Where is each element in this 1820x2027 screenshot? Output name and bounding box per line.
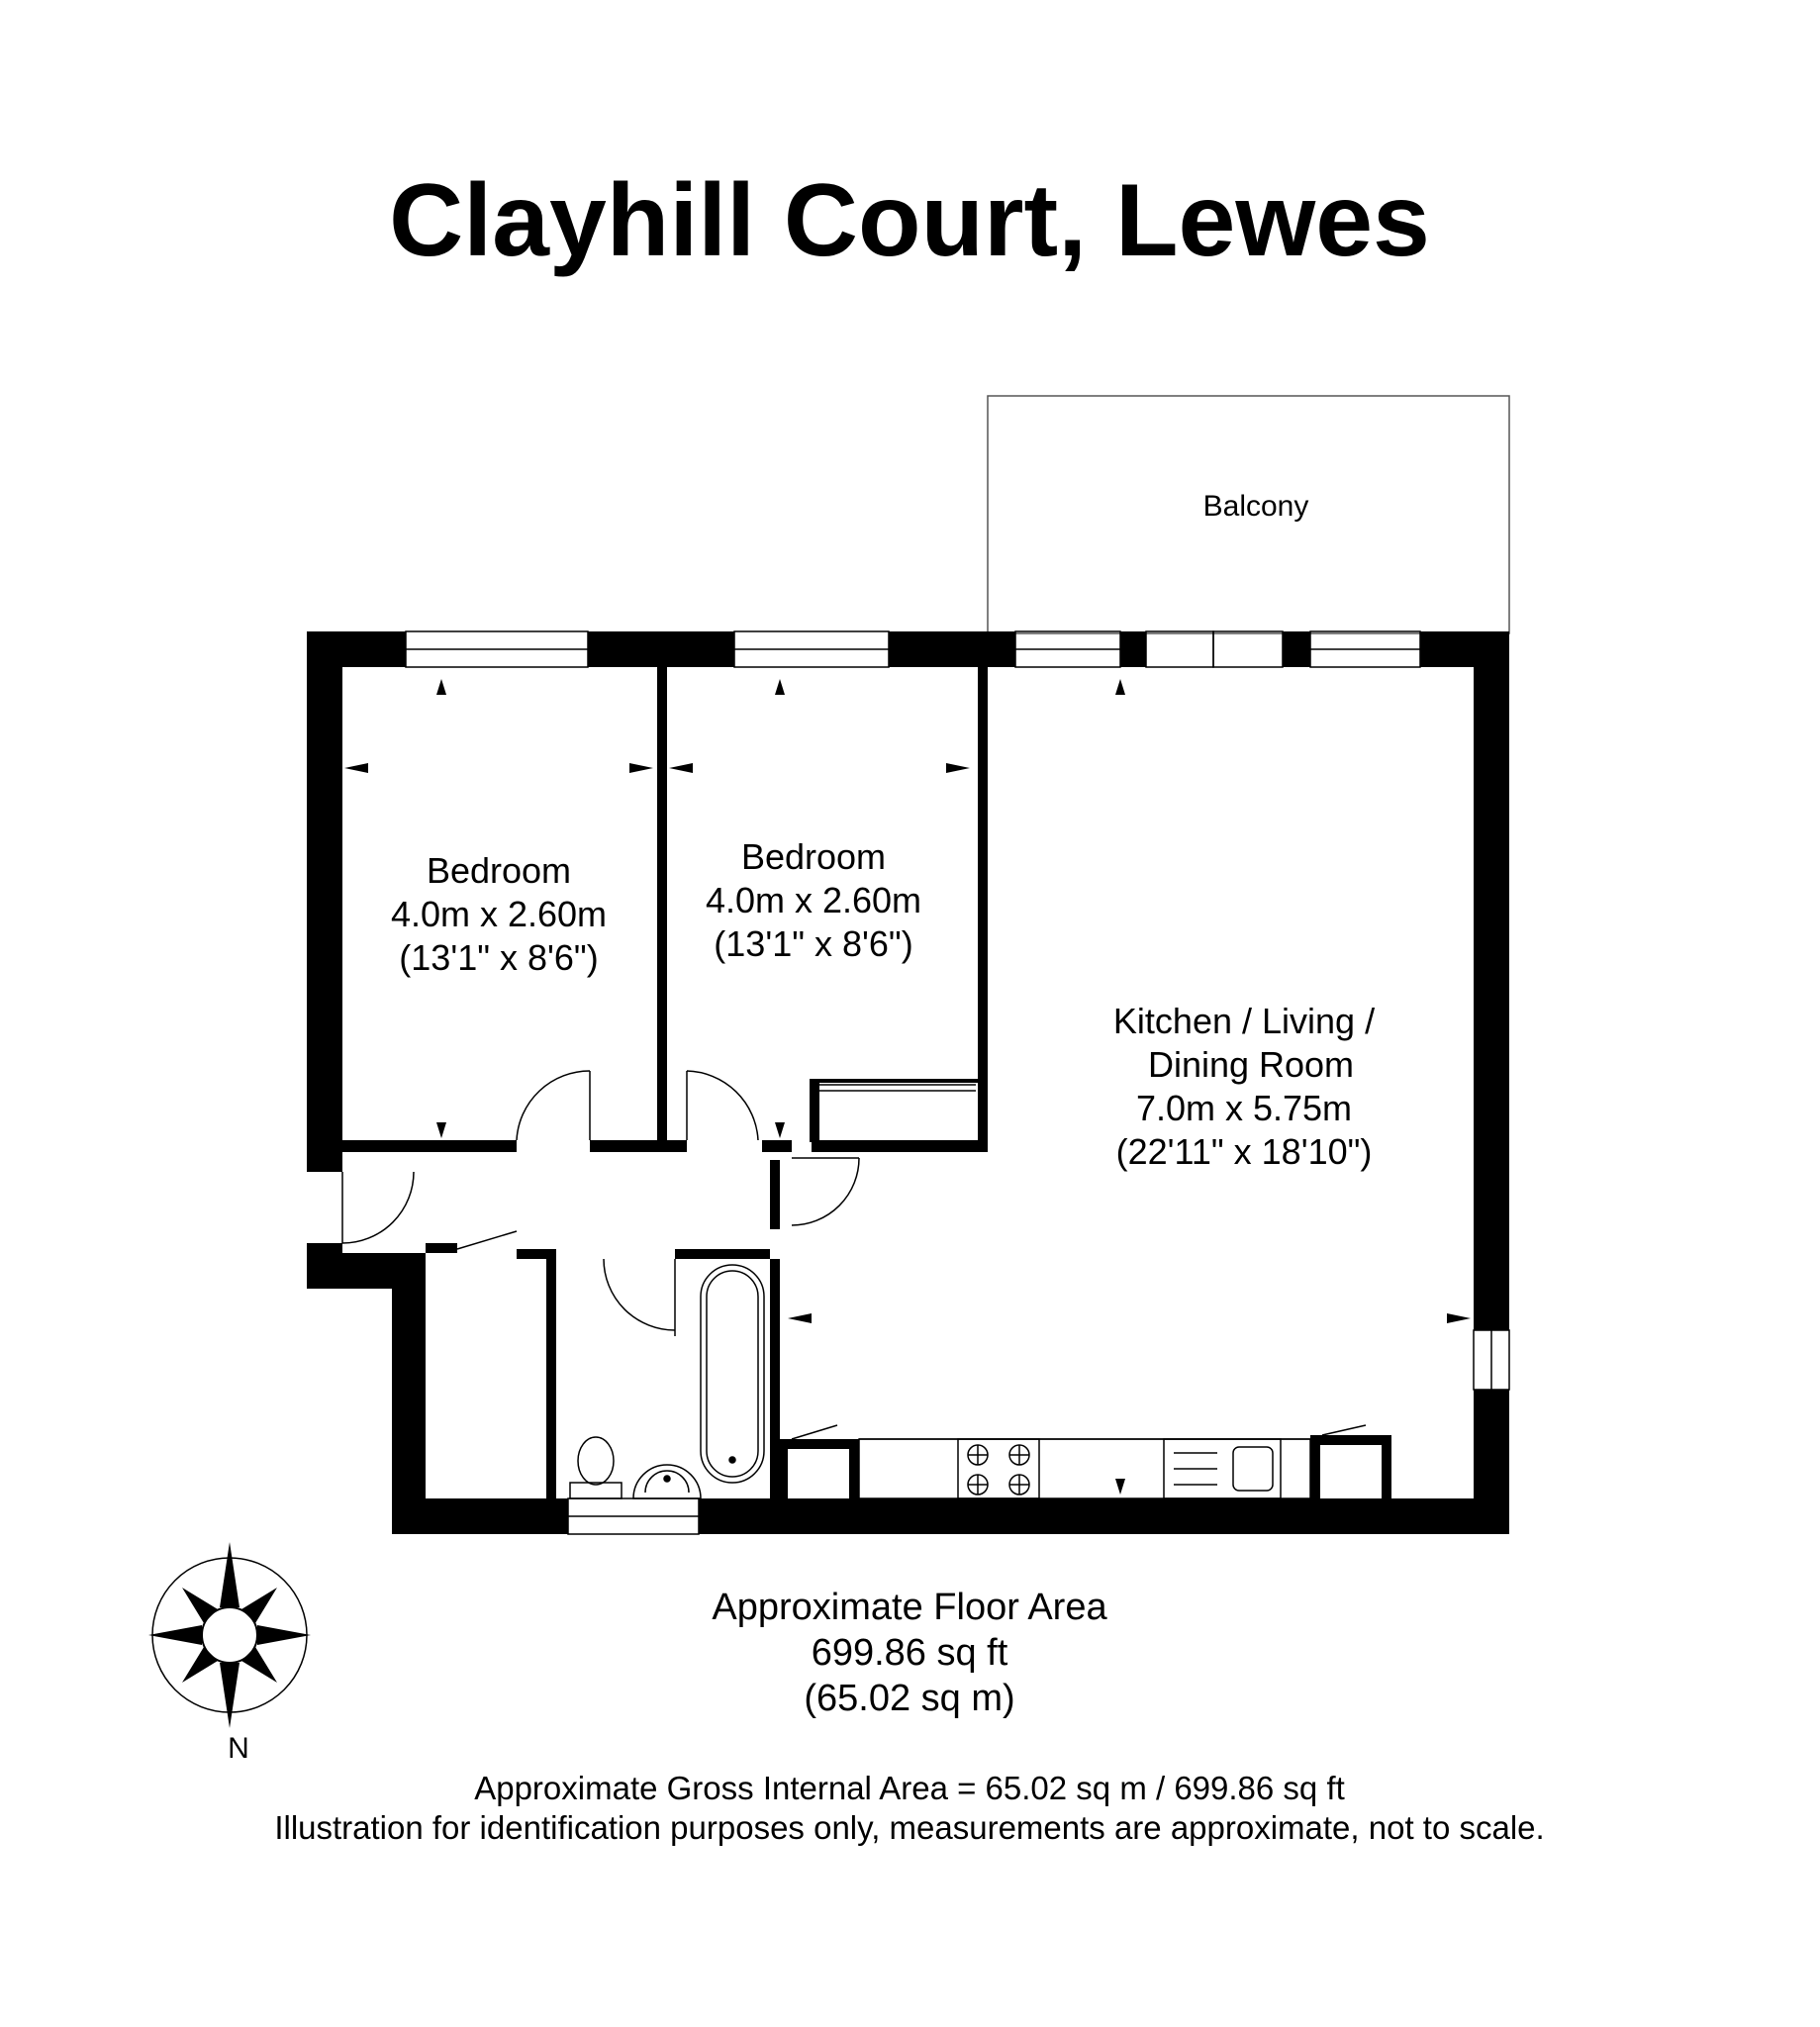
compass-rose-icon [148, 1542, 311, 1728]
bedroom-2-imperial: (13'1" x 8'6") [714, 923, 912, 964]
kitchen-name-line1: Kitchen / Living / [1113, 1001, 1375, 1041]
kitchen-metric: 7.0m x 5.75m [1136, 1088, 1352, 1128]
room-bedroom-2: Bedroom 4.0m x 2.60m (13'1" x 8'6") [706, 836, 921, 964]
basin-icon [632, 1464, 702, 1499]
kitchen-name-line2: Dining Room [1148, 1044, 1354, 1085]
floor-area-sqm: (65.02 sq m) [804, 1678, 1014, 1719]
kitchen-imperial: (22'11" x 18'10") [1116, 1131, 1373, 1172]
balcony: Balcony [987, 395, 1510, 634]
windows [405, 630, 1510, 1535]
room-kitchen-living: Kitchen / Living / Dining Room 7.0m x 5.… [1113, 1001, 1375, 1172]
hob-icon [957, 1438, 1040, 1499]
bedroom-2-name: Bedroom [741, 836, 886, 877]
bedroom-2-metric: 4.0m x 2.60m [706, 880, 921, 920]
disclaimer-text: Illustration for identification purposes… [274, 1809, 1544, 1846]
gross-area-text: Approximate Gross Internal Area = 65.02 … [474, 1770, 1345, 1806]
floor-area-heading: Approximate Floor Area [712, 1587, 1107, 1628]
toilet-icon [569, 1436, 623, 1499]
page-title: Clayhill Court, Lewes [389, 163, 1430, 278]
room-bedroom-1: Bedroom 4.0m x 2.60m (13'1" x 8'6") [391, 850, 607, 978]
fixtures [569, 1084, 1311, 1499]
dimension-arrows [344, 679, 1471, 1495]
compass-north-label: N [228, 1732, 249, 1765]
bedroom-1-imperial: (13'1" x 8'6") [399, 937, 598, 978]
floor-area-sqft: 699.86 sq ft [812, 1632, 1008, 1674]
floor-area: Approximate Floor Area 699.86 sq ft (65.… [712, 1587, 1107, 1719]
bedroom-1-metric: 4.0m x 2.60m [391, 894, 607, 934]
doors [341, 1070, 1367, 1440]
sink-icon [1163, 1438, 1282, 1499]
balcony-label: Balcony [1203, 490, 1309, 523]
bath-icon [700, 1264, 765, 1484]
bedroom-1-name: Bedroom [427, 850, 571, 891]
walls [307, 631, 1509, 1534]
